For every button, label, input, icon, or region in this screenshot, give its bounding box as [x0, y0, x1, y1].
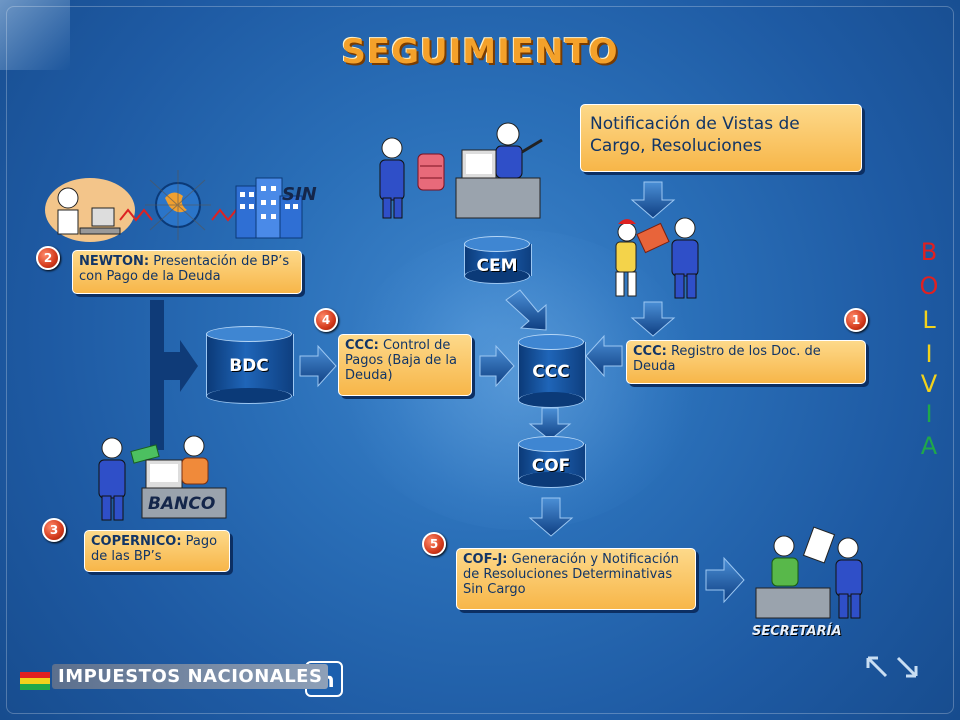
cem-illustration [379, 122, 543, 219]
box-cofj: COF-J: Generación y Notificación de Reso… [456, 548, 696, 610]
banco-illustration [98, 435, 227, 521]
database-cof-label: COF [531, 456, 571, 476]
ccc-control-label: CCC: [345, 338, 379, 353]
bolivia-flag-icon [20, 672, 50, 690]
box-notificacion: Notificación de Vistas de Cargo, Resoluc… [580, 104, 862, 172]
box-copernico: COPERNICO: Pago de las BP’s [84, 530, 230, 572]
box-ccc-control: CCC: Control de Pagos (Baja de la Deuda) [338, 334, 472, 396]
database-ccc: CCC [518, 334, 586, 408]
secretaria-label: SECRETARÍA [752, 624, 842, 639]
arrow-to-registro [630, 301, 676, 337]
side-letter-5: V [920, 370, 938, 398]
arrow-control-to-ccc [479, 344, 515, 388]
slide-title: SEGUIMIENTO [341, 32, 619, 72]
arrow-ccc-to-cof [528, 407, 572, 441]
banco-label: BANCO [148, 494, 216, 514]
side-letter-7: A [920, 432, 938, 460]
ccc-registro-label: CCC: [633, 344, 667, 359]
ccc-registro-text: Registro de los Doc. de Deuda [633, 344, 821, 374]
arrow-to-secretaria [705, 556, 745, 604]
arrow-cof-to-cofj [528, 497, 574, 537]
arrow-cem-to-ccc [505, 289, 547, 331]
arrow-registro-to-ccc [585, 334, 623, 378]
newton-label: NEWTON: [79, 254, 150, 269]
side-letter-2: O [919, 272, 939, 300]
database-bdc-label: BDC [229, 356, 269, 376]
secretaria-illustration [755, 526, 863, 619]
sin-label: SIN [282, 184, 317, 205]
box-newton: NEWTON: Presentación de BP’s con Pago de… [72, 250, 302, 294]
ccc-control-text: Control de Pagos (Baja de la Deuda) [345, 338, 457, 383]
database-cof: COF [518, 436, 586, 488]
step-badge-4: 4 [314, 308, 338, 332]
arrow-bdc-to-control [299, 344, 337, 388]
box-ccc-registro: CCC: Registro de los Doc. de Deuda [626, 340, 866, 384]
copernico-label: COPERNICO: [91, 534, 182, 549]
newton-illustration [45, 170, 303, 242]
side-letter-1: B [920, 238, 938, 266]
arrow-notif-down [630, 181, 676, 219]
notificacion-text: Notificación de Vistas de Cargo, Resoluc… [590, 114, 800, 156]
cofj-label: COF-J: [463, 552, 508, 567]
cofj-text: Generación y Notificación de Resolucione… [463, 552, 679, 597]
step-badge-5: 5 [422, 532, 446, 556]
entrega-illustration [615, 217, 699, 299]
newton-text: Presentación de BP’s con Pago de la Deud… [79, 254, 290, 284]
arrow-to-bdc [150, 340, 198, 392]
database-cem-label: CEM [476, 256, 518, 276]
database-ccc-label: CCC [532, 362, 570, 382]
org-name: IMPUESTOS NACIONALES [52, 664, 329, 689]
copernico-text: Pago de las BP’s [91, 534, 218, 564]
slide-frame [6, 6, 954, 714]
step-badge-1: 1 [844, 308, 868, 332]
step-badge-2: 2 [36, 246, 60, 270]
database-cem: CEM [464, 236, 532, 284]
resize-arrows-icon [866, 656, 918, 678]
side-letter-3: L [922, 306, 936, 334]
side-letter-4: I [925, 340, 933, 368]
step-badge-3: 3 [42, 518, 66, 542]
database-bdc: BDC [206, 326, 294, 404]
side-letter-6: I [925, 400, 933, 428]
